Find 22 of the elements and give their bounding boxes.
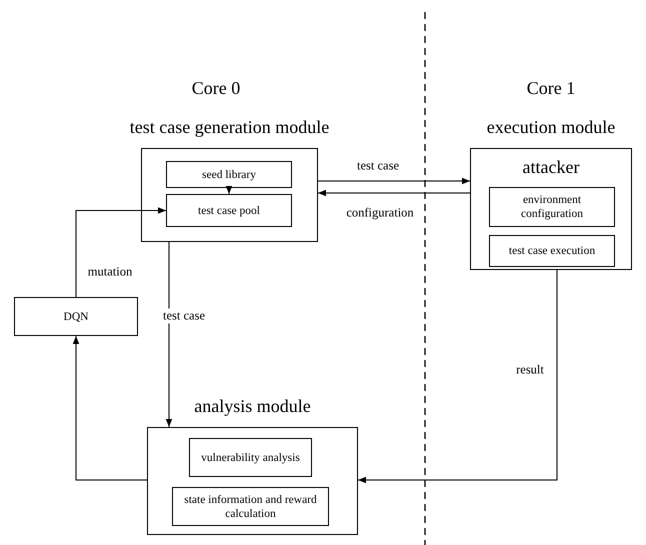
arrow <box>226 186 232 194</box>
process-box: test case execution <box>489 235 615 267</box>
module-heading: analysis module <box>194 396 311 416</box>
core-label: Core 1 <box>526 78 576 99</box>
module-title: attacker <box>522 157 580 177</box>
module-heading: test case generation module <box>130 117 330 137</box>
edge-label: test case <box>161 308 207 324</box>
process-box: environment configuration <box>489 187 615 227</box>
arrow <box>72 336 148 480</box>
arrow <box>76 207 166 298</box>
process-box: vulnerability analysis <box>189 438 312 477</box>
arrow <box>358 270 558 484</box>
process-box: state information and reward calculation <box>172 487 329 526</box>
arrow <box>318 178 470 184</box>
process-box: seed library <box>166 161 292 188</box>
arrow <box>318 190 470 196</box>
module-heading: execution module <box>486 117 616 137</box>
arrow <box>166 242 172 428</box>
core-label: Core 0 <box>192 78 240 99</box>
edge-label: configuration <box>344 206 416 220</box>
process-box: DQN <box>14 297 138 336</box>
process-box: test case pool <box>166 194 292 227</box>
